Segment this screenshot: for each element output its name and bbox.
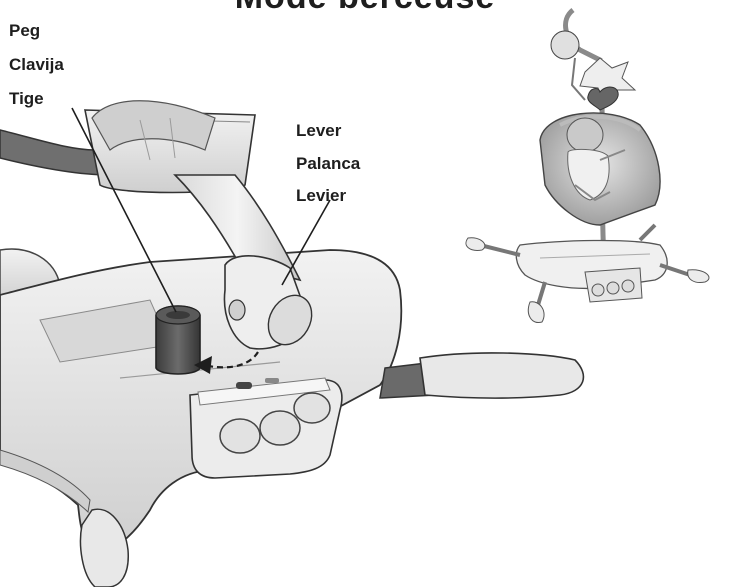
peg-label-es: Clavija [9,55,64,75]
overview-foot-left [466,238,485,251]
right-foot [420,353,583,398]
control-button-left [220,419,260,453]
control-button-middle [260,411,300,445]
indicator-light [236,382,252,389]
overview-leg-front [538,282,545,305]
overview-mobile-hub [551,31,579,59]
peg-label-en: Peg [9,21,40,41]
lever-label-fr: Levier [296,186,346,206]
overview-foot-right [688,270,709,283]
overview-mobile-heart [588,87,618,110]
swing-overview [466,10,709,323]
control-button-right [294,393,330,423]
lever-label-en: Lever [296,121,341,141]
swing-base-detail [0,101,583,587]
overview-leg-back [640,225,655,240]
overview-baby-head [567,118,603,152]
indicator-slot [265,378,279,383]
overview-leg-left [480,245,520,255]
lever-knob [229,300,245,320]
peg-label-fr: Tige [9,89,44,109]
lever-label-es: Palanca [296,154,360,174]
overview-foot-front [528,302,544,323]
